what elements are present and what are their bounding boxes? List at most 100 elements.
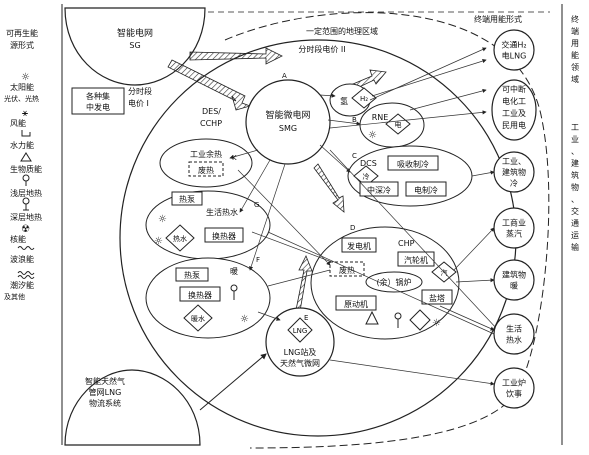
salt-tower-label: 盐塔 [429, 293, 445, 303]
end-use-label: 热水 [506, 335, 522, 345]
right-column-char: 终 [571, 14, 579, 24]
steam-turbine-label: 汽轮机 [404, 255, 428, 265]
electricity-label: 电 [395, 120, 402, 129]
legend-label: 水力能 [10, 140, 34, 150]
legend-label: 风能 [10, 118, 26, 128]
end-use-circle [493, 151, 535, 193]
waste-heat-2-box [329, 261, 365, 277]
price-1-line1: 分时段 [128, 86, 152, 96]
end-use-circles: 交通H₂电LNG工业、建筑物冷工商业蒸汽建筑物暖生活热水工业炉饮事可中断电化工工… [491, 29, 537, 409]
svg-text:☼: ☼ [21, 72, 30, 83]
smg-label: 智能微电网 [265, 109, 310, 121]
right-column-char: 能 [571, 50, 579, 60]
letter-f: F [256, 256, 260, 264]
lng-label: LNG [293, 327, 308, 335]
price-1-line2: 电价 I [128, 98, 149, 108]
end-use-label: 民用电 [502, 120, 526, 130]
legend-label: 深层地热 [10, 212, 42, 222]
right-column-char: 输 [571, 242, 579, 252]
right-column-char: 建 [571, 158, 579, 168]
lng-station-line2: 天然气微网 [280, 358, 320, 368]
wave-icon [17, 246, 35, 250]
absorption-cooling-label: 吸收制冷 [397, 159, 429, 169]
right-column-char: 域 [571, 74, 579, 84]
generator-box [341, 237, 377, 253]
end-use-circle [493, 207, 535, 249]
water-icon [21, 130, 31, 137]
right-column-char: 用 [571, 39, 579, 48]
electricity-diamond [385, 113, 411, 135]
svg-text:☢: ☢ [21, 224, 30, 235]
industrial-waste-heat-label: 工业余热 [190, 149, 222, 159]
gas-to-lng-line [199, 353, 267, 411]
legend-label: 浅层地热 [10, 188, 42, 198]
lng-station-line1: LNG站及 [284, 347, 317, 357]
legend-label: 潮汐能 [10, 280, 34, 290]
end-use-label: 工业炉 [502, 378, 526, 388]
lng-to-chp-arrow [295, 255, 313, 312]
warm-water-diamond [183, 304, 213, 332]
legend-item: 深层地热 [10, 197, 42, 222]
grid-to-smg-arrow [167, 59, 252, 111]
end-use-circle [493, 29, 535, 71]
end-use-label: 电LNG [502, 51, 527, 61]
legend-item: ⚹风能 [10, 108, 28, 128]
end-use-circle [493, 259, 535, 301]
legend-label: 波浪能 [10, 254, 34, 264]
gas-network-line1: 智能天然气 [85, 376, 125, 386]
h2-diamond [351, 87, 377, 109]
end-use-label: 生活 [506, 324, 522, 334]
legend-item: 波浪能 [10, 246, 35, 264]
letter-e: E [304, 314, 308, 322]
right-column-char: 工 [571, 123, 579, 132]
heat-exchanger-box [204, 227, 244, 243]
legend-label: 核能 [10, 234, 26, 244]
deep-geo-icon [22, 197, 30, 211]
triangle-icon-chp [365, 310, 379, 325]
heat-pump-2-label: 热泵 [184, 270, 200, 280]
right-column-char: 业 [571, 134, 579, 144]
end-use-circle [493, 313, 535, 355]
smart-grid-abbr: SG [129, 41, 140, 50]
letter-c: C [352, 152, 357, 160]
end-use-label: 冷 [510, 178, 518, 188]
end-use-label: 终端用能形式 [474, 14, 522, 24]
letter-a: A [282, 72, 287, 80]
electric-cooling-box [405, 181, 447, 197]
end-use-label: 蒸汽 [506, 229, 522, 239]
electric-cooling-label: 电制冷 [414, 185, 438, 195]
salt-tower-box [421, 289, 453, 305]
lng-diamond [287, 317, 313, 343]
right-column-char: 领 [571, 62, 579, 72]
end-use-label: 建筑物 [502, 167, 526, 177]
sun-icon-c: ☼ [240, 314, 249, 325]
hydrogen-label: 氢 [340, 96, 348, 106]
des-label: DES/ [202, 107, 221, 116]
end-use-label: 工商业 [502, 218, 526, 228]
sun-icon-a: ☼ [158, 214, 167, 225]
heat-exchanger-2-label: 换热器 [188, 290, 212, 300]
end-use-label: 可中断 [502, 84, 526, 94]
wind-icon: ⚹ [22, 108, 28, 119]
gas-network-shape [64, 369, 201, 446]
legend-label: 及其他 [4, 292, 25, 301]
heat-exchanger-label: 换热器 [212, 231, 236, 241]
sun-icon-d: ☼ [368, 130, 377, 141]
end-use-label: 暖 [510, 282, 518, 291]
triangle-icon [20, 152, 32, 162]
sun-icon-e: ☼ [432, 318, 441, 329]
boiler-ellipse [365, 271, 423, 293]
legend-item: 生物质能 [10, 152, 42, 174]
gas-network-line2: 管网LNG [89, 387, 122, 397]
heating-label: 暖 [230, 267, 238, 276]
region-label: 一定范围的地理区域 [306, 26, 378, 36]
legend-item: 水力能 [10, 130, 34, 150]
chp-label: CHP [398, 239, 415, 248]
end-use-label: 工业及 [502, 108, 526, 118]
